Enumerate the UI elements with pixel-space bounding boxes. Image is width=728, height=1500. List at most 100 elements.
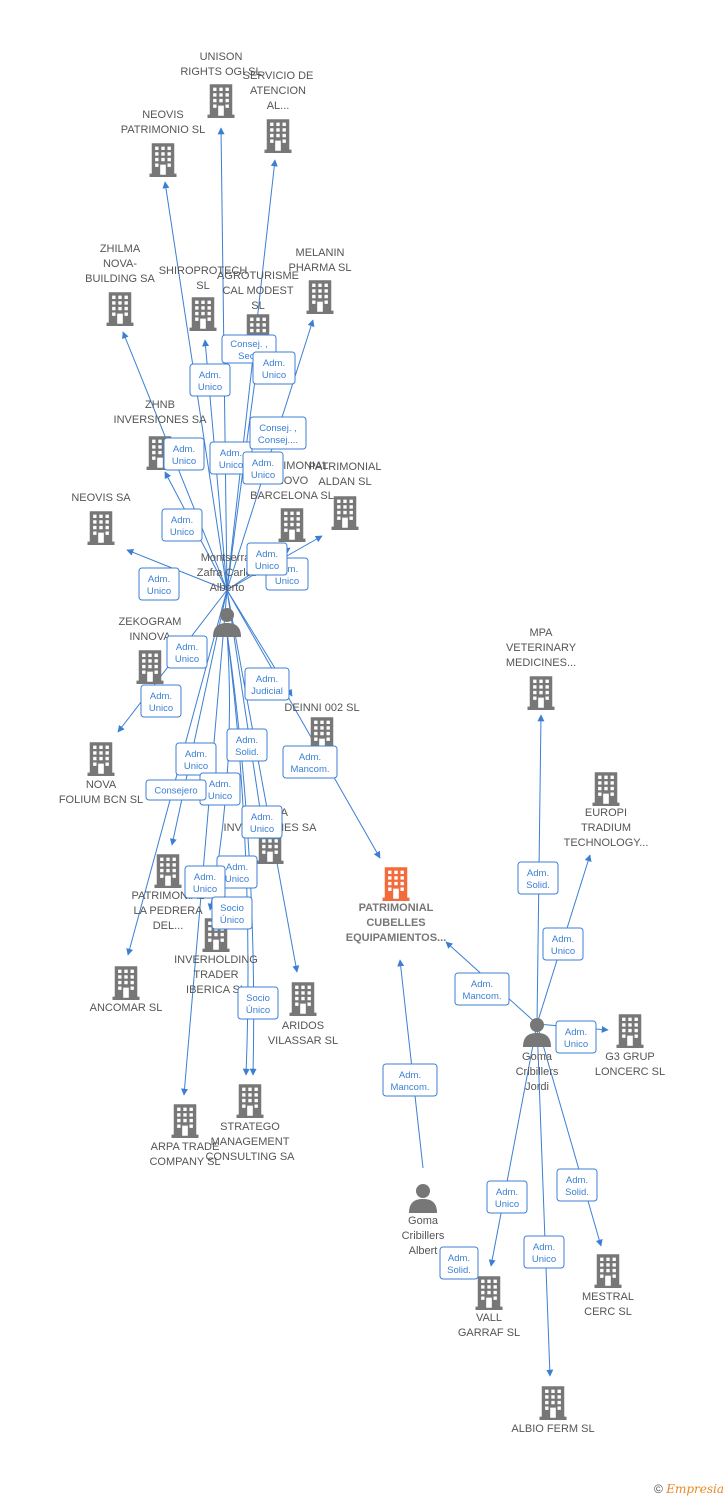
- role-badge-box[interactable]: [145, 779, 207, 801]
- role-badge[interactable]: Adm.Solid.: [556, 1168, 598, 1202]
- building-icon[interactable]: [264, 119, 292, 153]
- building-icon[interactable]: [112, 966, 140, 1000]
- building-icon[interactable]: [331, 496, 359, 530]
- node-ancomar[interactable]: ANCOMAR SL: [90, 966, 163, 1014]
- role-badge-box[interactable]: [382, 1063, 438, 1097]
- role-badge[interactable]: Adm.Unico: [138, 567, 180, 601]
- role-badge-box[interactable]: [252, 351, 296, 385]
- role-badge-box[interactable]: [555, 1020, 597, 1054]
- role-badge[interactable]: Adm.Unico: [252, 351, 296, 385]
- role-badge[interactable]: Adm.Unico: [163, 437, 205, 471]
- role-badge-box[interactable]: [486, 1180, 528, 1214]
- role-badge[interactable]: Adm.Unico: [140, 684, 182, 718]
- building-icon[interactable]: [106, 292, 134, 326]
- role-badge[interactable]: Adm.Unico: [242, 451, 284, 485]
- role-badge[interactable]: Adm.Unico: [166, 635, 208, 669]
- role-badge-box[interactable]: [244, 667, 290, 701]
- role-badge-box[interactable]: [226, 728, 268, 762]
- building-icon[interactable]: [149, 143, 177, 177]
- role-badge[interactable]: Adm.Unico: [241, 805, 283, 839]
- person-icon[interactable]: [213, 608, 241, 637]
- building-icon[interactable]: [592, 772, 620, 806]
- building-icon[interactable]: [154, 854, 182, 888]
- role-badge[interactable]: Adm.Mancom.: [282, 745, 338, 779]
- person-icon[interactable]: [409, 1184, 437, 1213]
- role-badge[interactable]: Adm.Unico: [523, 1235, 565, 1269]
- node-neovis_sa[interactable]: NEOVIS SA: [71, 492, 131, 545]
- role-badge-box[interactable]: [184, 865, 226, 899]
- building-icon[interactable]: [616, 1014, 644, 1048]
- building-icon[interactable]: [236, 1084, 264, 1118]
- role-badge-box[interactable]: [189, 363, 231, 397]
- role-badge[interactable]: Adm.Unico: [189, 363, 231, 397]
- building-icon[interactable]: [87, 511, 115, 545]
- building-icon[interactable]: [382, 867, 410, 901]
- role-badge[interactable]: Adm.Judicial: [244, 667, 290, 701]
- role-badge[interactable]: Adm.Mancom.: [382, 1063, 438, 1097]
- role-badge-box[interactable]: [242, 451, 284, 485]
- role-badge[interactable]: Adm.Unico: [486, 1180, 528, 1214]
- building-icon[interactable]: [278, 508, 306, 542]
- building-icon[interactable]: [87, 742, 115, 776]
- building-icon[interactable]: [475, 1276, 503, 1310]
- role-badge-box[interactable]: [211, 896, 253, 930]
- role-badge-box[interactable]: [138, 567, 180, 601]
- node-deinni[interactable]: DEINNI 002 SL: [284, 702, 360, 751]
- role-badge[interactable]: Adm.Unico: [175, 742, 217, 776]
- role-badge-box[interactable]: [246, 542, 288, 576]
- role-badge-box[interactable]: [556, 1168, 598, 1202]
- role-badge-box[interactable]: [140, 684, 182, 718]
- role-badge-box[interactable]: [175, 742, 217, 776]
- role-badge-box[interactable]: [517, 861, 559, 895]
- role-badge[interactable]: Adm.Unico: [246, 542, 288, 576]
- role-badge-box[interactable]: [439, 1246, 479, 1280]
- role-badge[interactable]: Consej. ,Consej....: [249, 416, 307, 450]
- role-badge[interactable]: Adm.Unico: [199, 772, 241, 806]
- role-badge[interactable]: Adm.Mancom.: [454, 972, 510, 1006]
- role-badge[interactable]: Consejero: [145, 779, 207, 801]
- role-badge[interactable]: Adm.Unico: [555, 1020, 597, 1054]
- node-albio[interactable]: ALBIO FERM SL: [511, 1386, 595, 1435]
- role-badge[interactable]: Adm.Unico: [184, 865, 226, 899]
- role-badge-box[interactable]: [166, 635, 208, 669]
- building-icon[interactable]: [207, 84, 235, 118]
- role-badge-box[interactable]: [237, 986, 279, 1020]
- role-badge-box[interactable]: [454, 972, 510, 1006]
- building-icon[interactable]: [136, 650, 164, 684]
- role-badge[interactable]: Adm.Solid.: [226, 728, 268, 762]
- role-badge-box[interactable]: [163, 437, 205, 471]
- role-badge[interactable]: Adm.Unico: [209, 441, 253, 475]
- building-icon[interactable]: [306, 280, 334, 314]
- role-badge-box[interactable]: [523, 1235, 565, 1269]
- role-badge[interactable]: Adm.Unico: [161, 508, 203, 542]
- building-icon[interactable]: [189, 297, 217, 331]
- building-icon[interactable]: [289, 982, 317, 1016]
- building-icon[interactable]: [171, 1104, 199, 1138]
- role-badge-box[interactable]: [161, 508, 203, 542]
- role-badge[interactable]: Adm.Unico: [542, 927, 584, 961]
- role-badge[interactable]: Adm.Solid.: [439, 1246, 479, 1280]
- building-icon[interactable]: [594, 1254, 622, 1288]
